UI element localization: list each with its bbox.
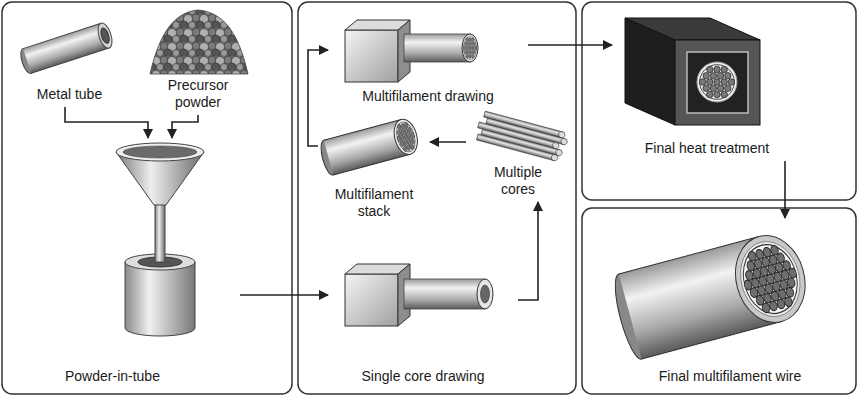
process-step: Single core drawing <box>328 262 518 389</box>
step-label: Precursor powder <box>153 77 243 111</box>
step-label: Metal tube <box>12 86 127 103</box>
step-label: Final heat treatment <box>612 140 802 157</box>
step-label: Multiple cores <box>478 164 558 198</box>
powder-pile <box>150 10 248 74</box>
flow-arrow <box>65 107 148 138</box>
process-step: Multifilament drawing <box>328 12 528 109</box>
rods-drawing <box>475 110 570 162</box>
step-label: Multifilament stack <box>324 186 424 220</box>
flow-arrow <box>528 44 612 46</box>
tube-drawing <box>18 21 114 74</box>
process-step: Multiple cores <box>466 108 570 202</box>
flow-arrow <box>308 50 328 146</box>
step-label: Multifilament drawing <box>328 88 528 105</box>
process-step: Metal tube <box>12 8 127 107</box>
flow-arrow <box>430 141 466 143</box>
process-step: Final heat treatment <box>612 12 802 161</box>
step-label: Powder-in-tube <box>65 368 240 385</box>
process-step: Multifilament stack <box>318 108 430 224</box>
stack-drawing <box>318 117 421 177</box>
step-label: Final multifilament wire <box>610 368 850 385</box>
funnel-drawing <box>116 143 204 336</box>
process-step: Precursor powder <box>143 3 253 115</box>
flow-arrow <box>240 294 328 296</box>
drawing-die <box>345 20 478 82</box>
drawing-die <box>345 264 493 326</box>
furnace-drawing <box>625 18 760 125</box>
step-label: Single core drawing <box>328 368 518 385</box>
flow-arrow <box>784 161 786 218</box>
flow-arrow <box>172 115 198 138</box>
process-step: Powder-in-tube <box>60 138 240 389</box>
wire-drawing <box>609 228 814 362</box>
process-step: Final multifilament wire <box>610 218 850 389</box>
flow-arrow <box>518 202 538 300</box>
